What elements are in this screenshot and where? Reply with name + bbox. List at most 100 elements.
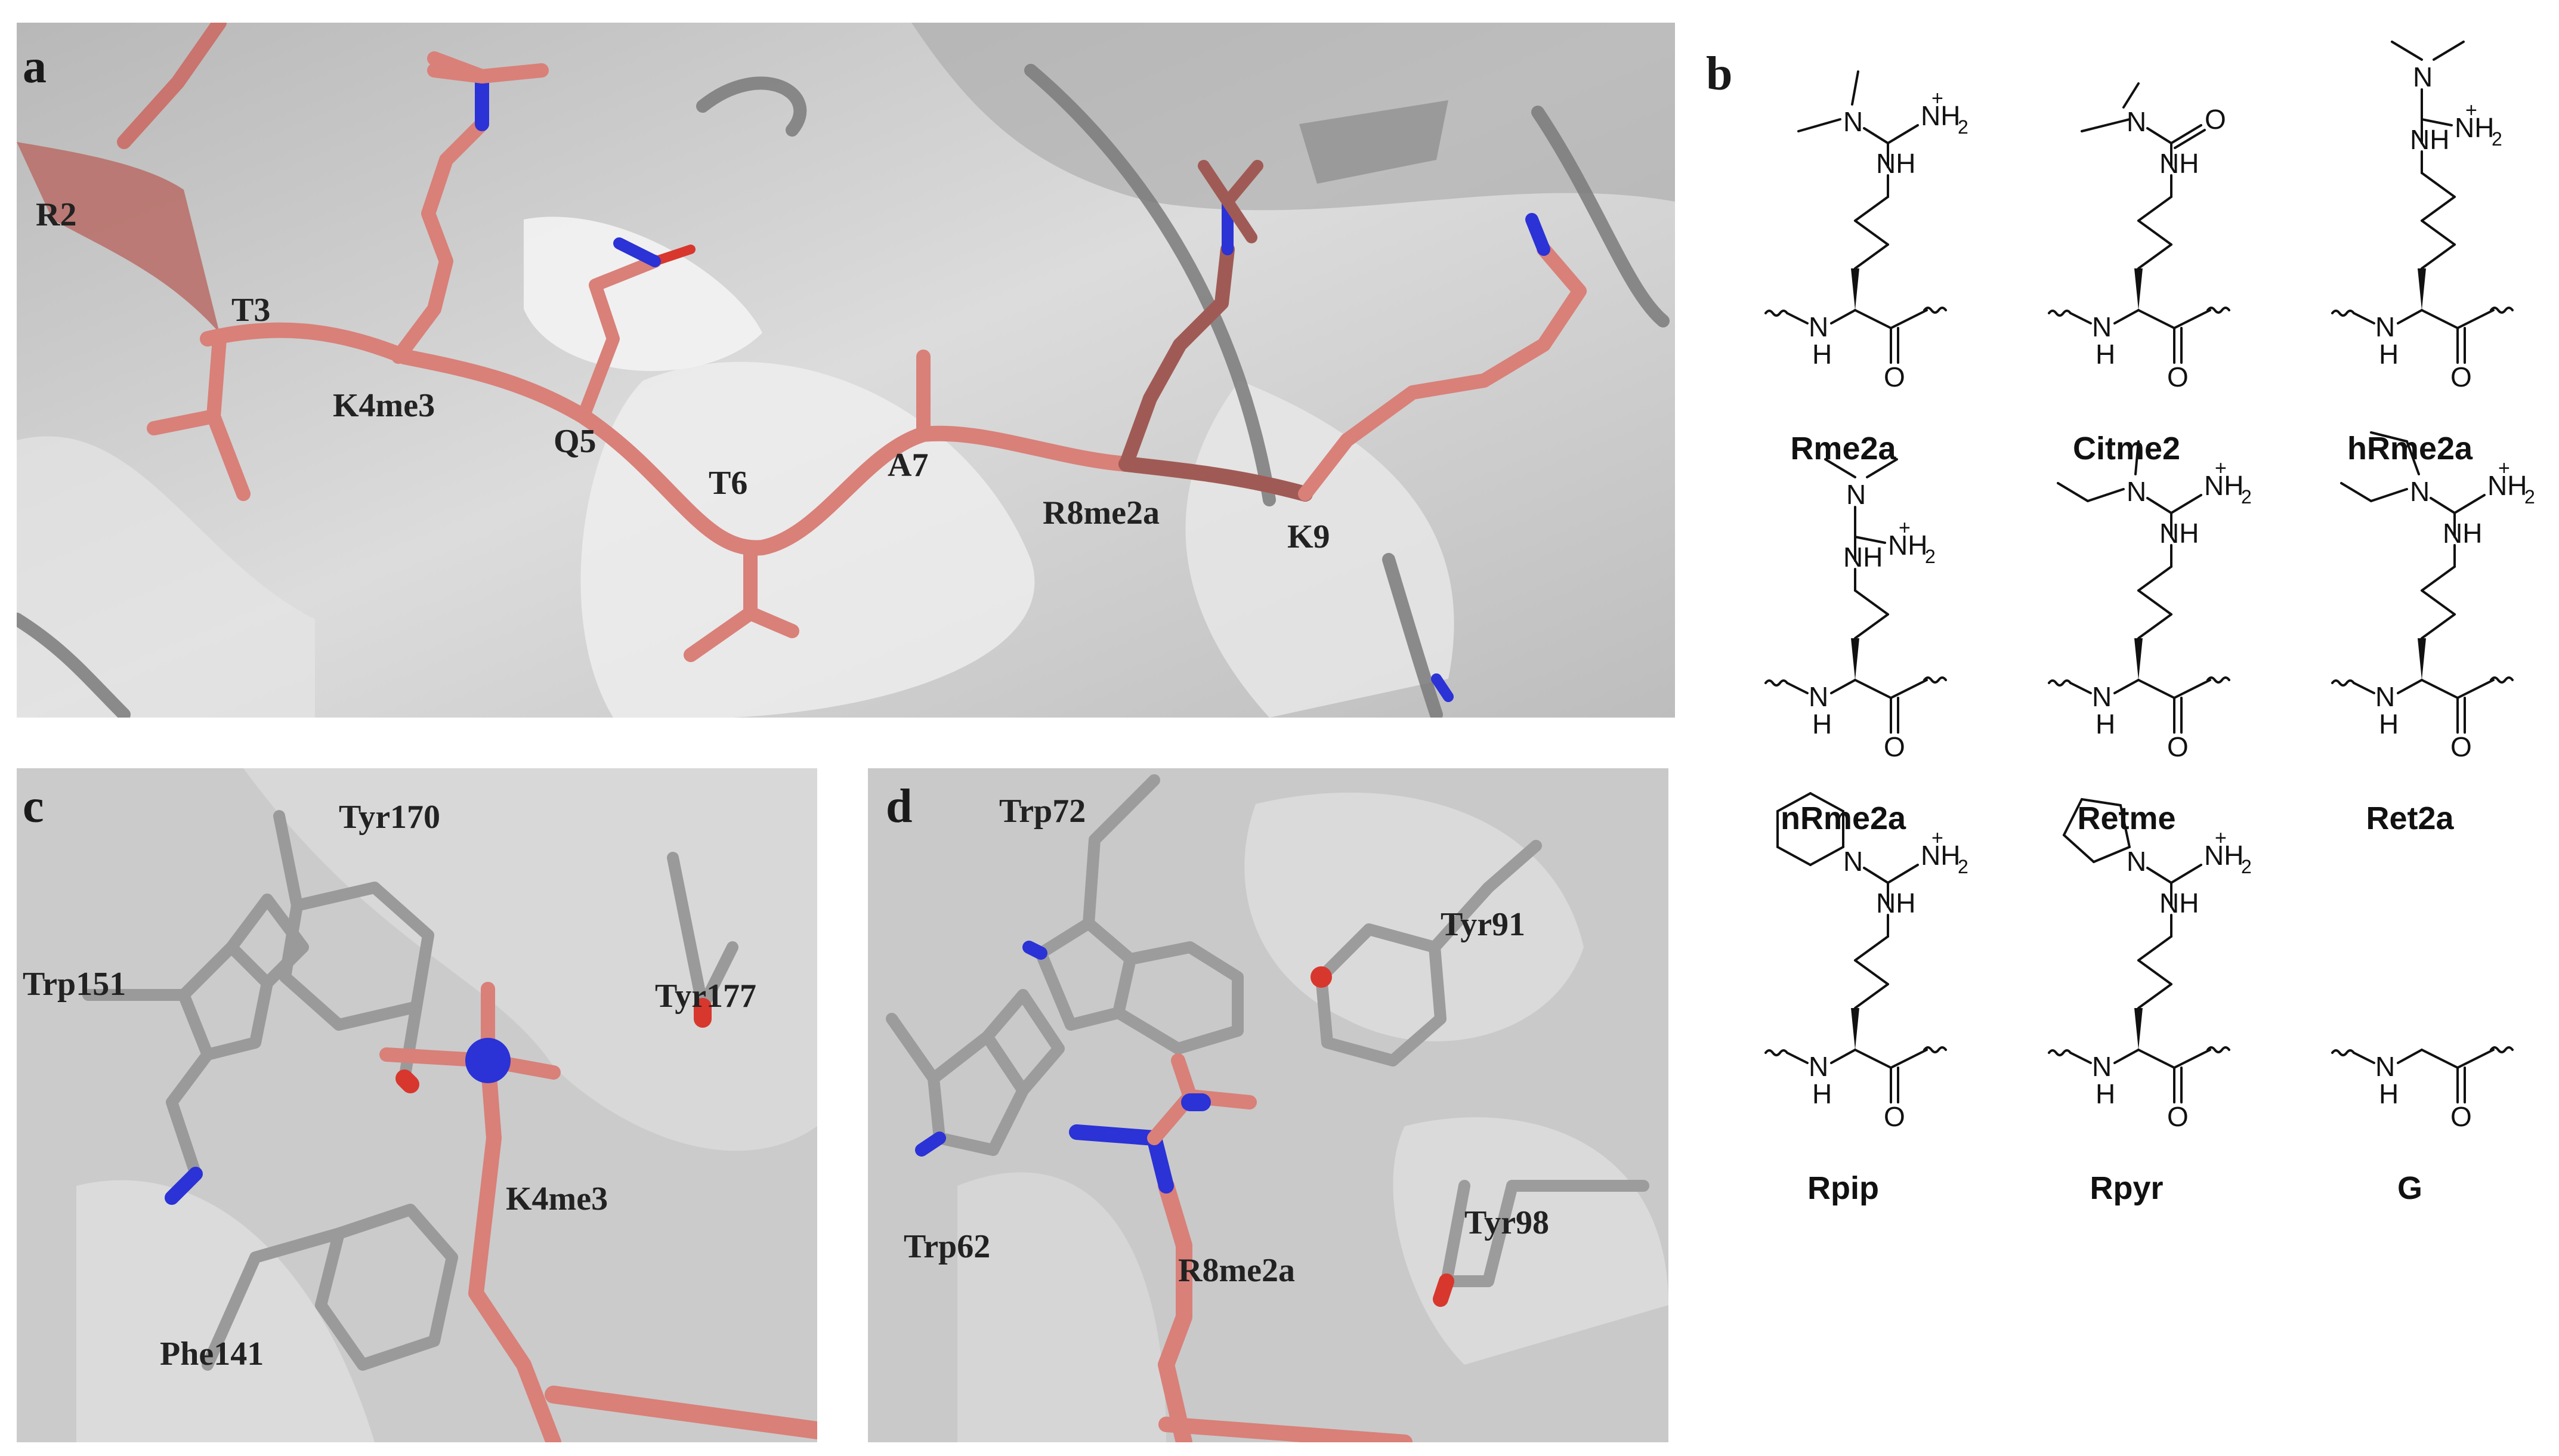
- molecule-name-rme2a: Rme2a: [1790, 431, 1896, 466]
- bond: [2456, 679, 2495, 699]
- bond: [2081, 118, 2131, 132]
- wavy-bond: [2331, 679, 2355, 687]
- bond: [2433, 41, 2465, 61]
- bond: [2397, 309, 2423, 324]
- bond: [2113, 1049, 2140, 1064]
- atom-charge-plus: +: [2498, 457, 2510, 480]
- wavy-bond: [1764, 1049, 1788, 1056]
- atom-subscript-2: 2: [1925, 546, 1936, 567]
- bond: [2174, 129, 2206, 149]
- bond: [1830, 309, 1856, 324]
- bond: [2173, 1049, 2211, 1069]
- wavy-bond: [2490, 676, 2514, 684]
- wavy-bond: [1923, 1046, 1947, 1053]
- bond: [1890, 309, 1928, 329]
- atom-h: H: [2379, 339, 2399, 370]
- ring-bond: [1776, 846, 1812, 866]
- label-q5: Q5: [554, 423, 597, 460]
- atom-n: N: [2375, 1051, 2395, 1082]
- molecule-name-citme2: Citme2: [2073, 431, 2180, 466]
- bond: [2137, 196, 2172, 222]
- bond: [2397, 679, 2423, 694]
- label-k9: K9: [1287, 518, 1330, 555]
- bond: [1786, 312, 1809, 324]
- wavy-bond: [2206, 1046, 2230, 1053]
- bond: [2421, 679, 2459, 699]
- stereo-wedge: [2134, 1008, 2143, 1050]
- bond: [2421, 243, 2456, 270]
- label-tyr91: Tyr91: [1441, 906, 1525, 943]
- bond: [2421, 172, 2456, 198]
- bond: [2370, 431, 2408, 443]
- atom-nh: NH: [2410, 124, 2449, 155]
- atom-nh2: NH: [2204, 840, 2243, 871]
- panel-c-structure: Tyr170 Trp151 Tyr177 K4me3 Phe141 c: [17, 768, 817, 1442]
- wavy-bond: [2048, 310, 2072, 317]
- atom-subscript-2: 2: [2524, 486, 2535, 508]
- bond: [2430, 497, 2456, 514]
- bond: [2137, 959, 2172, 985]
- bond: [2421, 613, 2456, 639]
- atom-nh2: NH: [2204, 470, 2243, 501]
- atom-charge-plus: +: [1899, 517, 1911, 539]
- atom-n: N: [1809, 1051, 1828, 1082]
- label-tyr170: Tyr170: [339, 799, 440, 836]
- wavy-bond: [2331, 1049, 2355, 1056]
- wavy-bond: [1764, 310, 1788, 317]
- bond: [2370, 488, 2408, 502]
- panel-d-structure: Trp72 Tyr91 Trp62 Tyr98 R8me2a d: [868, 768, 1668, 1442]
- atom-n: N: [2092, 1051, 2112, 1082]
- bond: [1887, 124, 1919, 144]
- ring-bond: [2119, 804, 2131, 848]
- ring-bond: [1809, 792, 1844, 812]
- bond: [1854, 959, 1889, 985]
- bond: [2137, 243, 2172, 270]
- panel-c: Tyr170 Trp151 Tyr177 K4me3 Phe141 c: [17, 768, 817, 1442]
- atom-charge-plus: +: [1931, 87, 1943, 110]
- atom-charge-plus: +: [1931, 827, 1943, 849]
- bond: [2397, 1049, 2423, 1064]
- atom-nh: NH: [2159, 518, 2199, 549]
- atom-o: O: [2205, 104, 2226, 135]
- stereo-wedge: [1851, 638, 1859, 680]
- atom-subscript-2: 2: [2492, 128, 2502, 150]
- atom-subscript-2: 2: [2241, 856, 2252, 877]
- atom-n: N: [2375, 311, 2395, 342]
- bond: [2421, 118, 2453, 126]
- bond: [2137, 613, 2172, 639]
- atom-n: N: [2127, 476, 2146, 507]
- ring-bond: [2063, 834, 2095, 863]
- bond: [2173, 309, 2211, 329]
- bond: [2069, 1052, 2092, 1064]
- panel-a-label: a: [23, 41, 47, 93]
- label-tyr177: Tyr177: [655, 978, 756, 1015]
- bond: [2353, 312, 2375, 324]
- bond: [2170, 864, 2202, 884]
- stereo-wedge: [2418, 638, 2426, 680]
- bond: [2421, 565, 2456, 592]
- bond: [2137, 935, 2172, 962]
- atom-o: O: [2450, 361, 2472, 392]
- bond: [1863, 867, 1889, 884]
- bond: [2146, 867, 2172, 884]
- panel-c-label: c: [23, 780, 44, 833]
- atom-subscript-2: 2: [2241, 486, 2252, 508]
- bond: [2146, 497, 2172, 514]
- label-r2: R2: [36, 196, 76, 233]
- atom-nh: NH: [2159, 148, 2199, 179]
- bond: [1854, 613, 1889, 639]
- bond: [1851, 70, 1859, 106]
- label-trp72: Trp72: [999, 793, 1086, 830]
- bond: [2173, 679, 2211, 699]
- atom-charge-plus: +: [2215, 457, 2227, 480]
- atom-n: N: [1843, 106, 1863, 137]
- panel-b-structures: b NHONHNH2+NRme2aNHONHONCitme2NHONHNNH2+…: [1706, 41, 2535, 1206]
- label-trp62: Trp62: [904, 1228, 990, 1265]
- atom-subscript-2: 2: [1958, 116, 1968, 138]
- molecule-name-rpyr: Rpyr: [2090, 1170, 2163, 1206]
- bond: [2170, 494, 2202, 514]
- bond: [1854, 309, 1892, 329]
- atom-h: H: [2096, 339, 2115, 370]
